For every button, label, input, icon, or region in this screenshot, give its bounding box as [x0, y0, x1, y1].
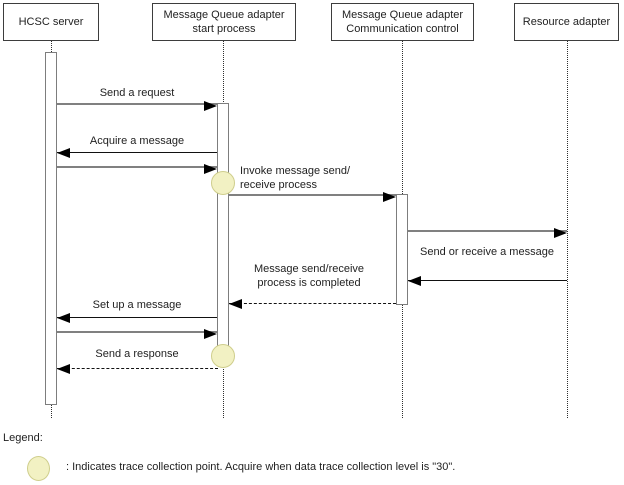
lifeline-resource-adapter — [567, 41, 568, 418]
label-invoke-send-receive: Invoke message send/ receive process — [240, 165, 351, 191]
activation-hcsc-server — [45, 52, 57, 405]
arrow-send-receive-message-forward — [408, 228, 567, 238]
arrowhead-left-icon — [408, 276, 421, 286]
arrow-send-request — [57, 101, 217, 111]
actor-box-mq-start-process: Message Queue adapter start process — [152, 3, 296, 41]
arrowhead-left-icon — [57, 148, 70, 158]
arrowhead-right-icon — [554, 228, 567, 238]
arrowhead-right-icon — [204, 164, 217, 174]
arrow-send-receive-message-return — [408, 276, 567, 286]
actor-box-mq-communication-control: Message Queue adapter Communication cont… — [331, 3, 474, 41]
trace-collection-point-icon — [211, 344, 235, 368]
arrow-setup-message-forward — [57, 329, 217, 339]
arrowhead-right-icon — [383, 192, 396, 202]
label-send-response: Send a response — [95, 348, 179, 360]
activation-mq-start-process — [217, 103, 229, 348]
legend-title: Legend: — [3, 432, 43, 444]
arrow-acquire-message-forward — [57, 164, 217, 174]
actor-box-hcsc-server: HCSC server — [3, 3, 99, 41]
arrowhead-left-icon — [57, 313, 70, 323]
arrowhead-left-icon — [229, 299, 242, 309]
trace-collection-point-icon — [211, 171, 235, 195]
arrowhead-right-icon — [204, 329, 217, 339]
arrow-setup-message-return — [57, 313, 217, 323]
arrow-send-response — [57, 364, 218, 374]
label-process-completed: Message send/receive process is complete… — [253, 263, 365, 289]
label-acquire-message: Acquire a message — [89, 135, 185, 147]
activation-mq-communication-control — [396, 194, 408, 305]
arrowhead-left-icon — [57, 364, 70, 374]
label-send-request: Send a request — [99, 87, 175, 99]
arrow-invoke-send-receive — [229, 192, 396, 202]
legend-trace-point-description: : Indicates trace collection point. Acqu… — [66, 461, 456, 473]
actor-box-resource-adapter: Resource adapter — [514, 3, 619, 41]
label-send-receive-message: Send or receive a message — [420, 246, 554, 258]
arrowhead-right-icon — [204, 101, 217, 111]
arrow-acquire-message-return — [57, 148, 217, 158]
label-setup-message: Set up a message — [92, 299, 182, 311]
arrow-process-completed — [229, 299, 396, 309]
legend-trace-point-icon — [27, 456, 50, 481]
